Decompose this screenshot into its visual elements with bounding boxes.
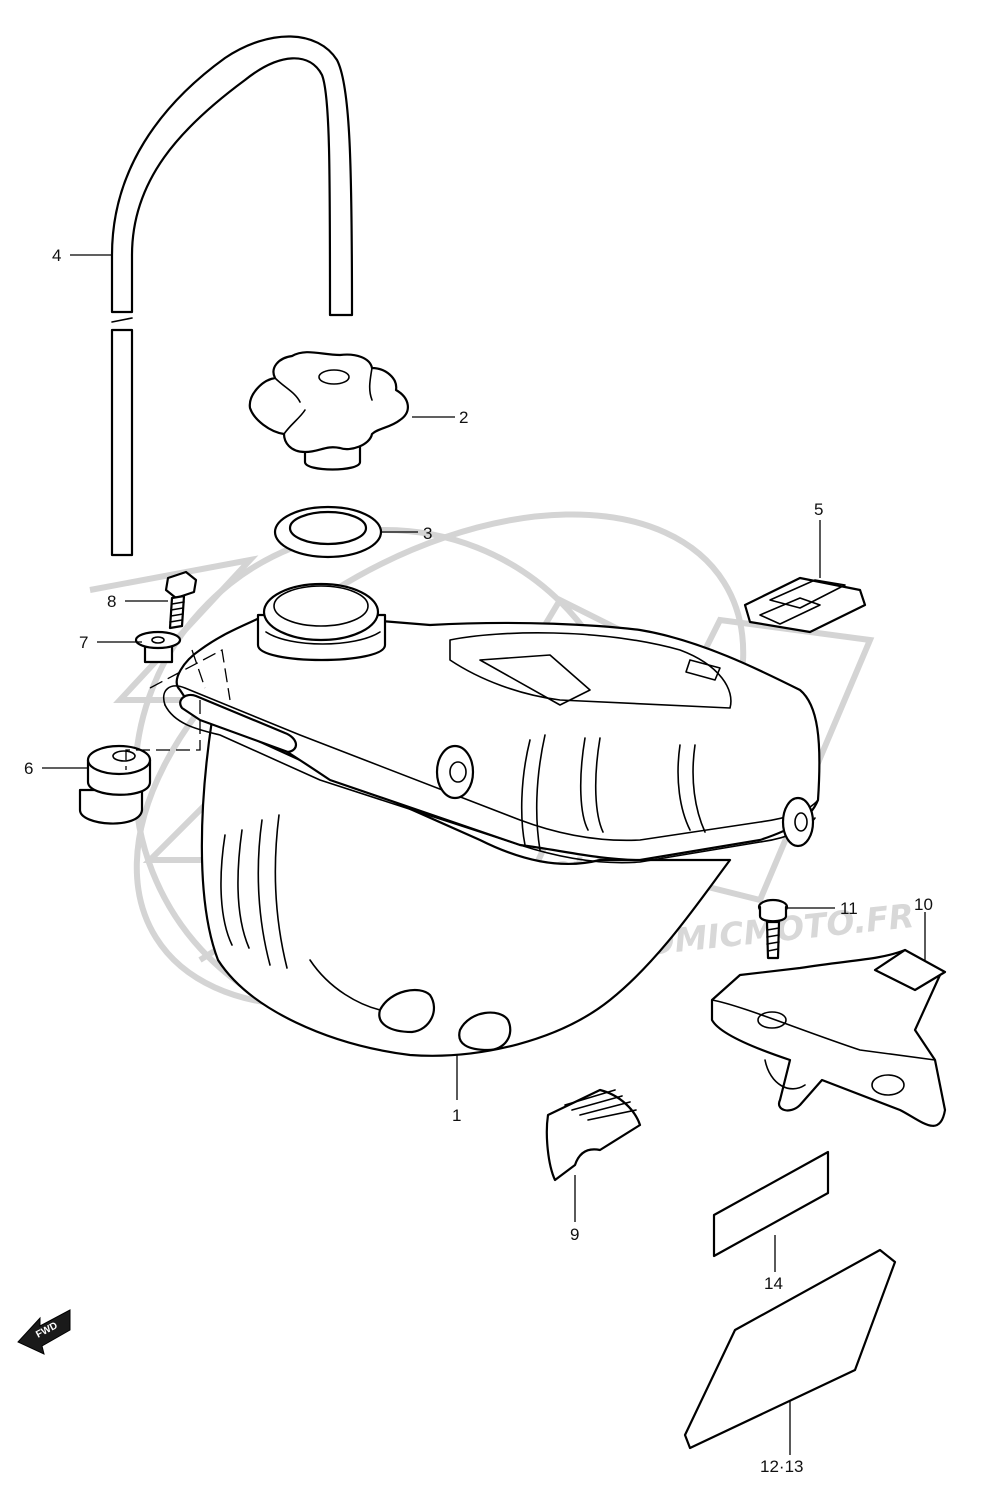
callout-7: 7 [79,633,88,652]
breather-hose-part [110,35,354,557]
callout-10: 10 [914,895,933,914]
callout-14: 14 [764,1274,783,1293]
gasket-part [273,505,383,559]
callout-9: 9 [570,1225,579,1244]
callout-5: 5 [814,500,823,519]
bolt-8-part [164,570,198,630]
fwd-arrow-icon: FWD [17,1309,71,1355]
callout-6: 6 [24,759,33,778]
collar-part [134,630,182,664]
callout-4: 4 [52,246,61,265]
callout-8: 8 [107,592,116,611]
fuel-tank-part [163,582,821,1057]
callout-1: 1 [452,1106,461,1125]
callout-3: 3 [423,524,432,543]
callout-labels: 4 2 3 5 8 7 6 1 9 10 11 14 12·13 [24,246,933,1476]
fuel-cap-part [248,351,409,471]
grommet-part [78,744,152,825]
label-12-13-part [683,1248,897,1450]
leader-lines [42,254,926,1455]
callout-2: 2 [459,408,468,427]
label-14-part [712,1150,830,1258]
callout-12-13: 12·13 [760,1457,803,1476]
screw-11-part [757,898,789,960]
cushion-part [545,1088,642,1182]
clip-5-part [743,576,867,634]
callout-11: 11 [840,899,858,918]
bracket-part [710,948,947,1127]
